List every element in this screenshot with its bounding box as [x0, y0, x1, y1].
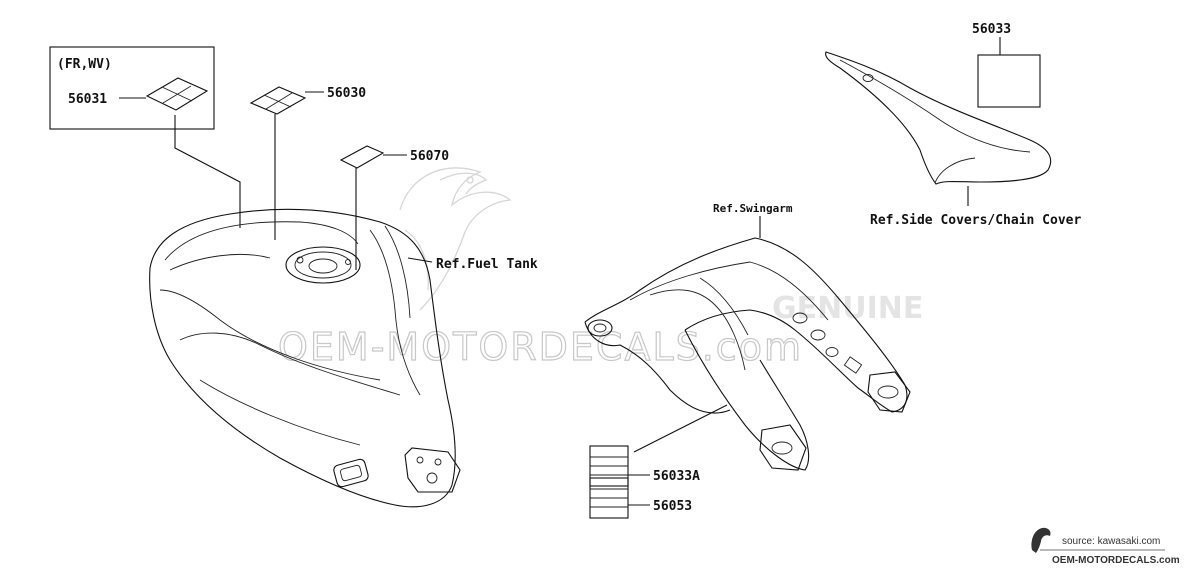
part-number-56053: 56053: [653, 499, 692, 514]
fuel-tank-illustration: [149, 114, 461, 508]
part-number-56033A: 56033A: [653, 469, 700, 484]
source-brand[interactable]: OEM-MOTORDECALS.com: [1052, 555, 1180, 566]
eagle-logo-icon: [1031, 527, 1051, 553]
source-text: source: kawasaki.com: [1062, 536, 1160, 547]
decal-56070-shape[interactable]: [339, 145, 385, 169]
ref-side-covers: Ref.Side Covers/Chain Cover: [870, 213, 1081, 228]
decal-56031-shape[interactable]: [145, 77, 209, 111]
part-number-56030: 56030: [327, 86, 366, 101]
swingarm-illustration: [584, 216, 911, 471]
decal-56030-shape[interactable]: [249, 86, 307, 115]
decal-56033-shape[interactable]: [977, 54, 1041, 108]
decal-56033A-group: 56033A: [589, 445, 700, 487]
ref-fuel-tank: Ref.Fuel Tank: [436, 257, 538, 272]
decal-56030-group: 56030: [249, 86, 366, 115]
part-number-56031: 56031: [68, 92, 107, 107]
decal-56053-group: 56053: [589, 477, 692, 519]
callout-box-fr-wv: (FR,WV) 56031: [49, 46, 215, 130]
watermark-brand: OEM-MOTORDECALS.com: [278, 325, 803, 369]
source-credit: source: kawasaki.com OEM-MOTORDECALS.com: [1031, 527, 1180, 566]
part-number-56070: 56070: [410, 149, 449, 164]
fuel-cap: [285, 246, 361, 284]
part-number-56033: 56033: [972, 22, 1011, 37]
eagle-watermark-icon: [399, 167, 512, 311]
watermark: GENUINE OEM-MOTORDECALS.com: [277, 167, 923, 370]
ref-swingarm: Ref.Swingarm: [713, 202, 793, 215]
callout-box-header: (FR,WV): [57, 57, 112, 72]
decal-56070-group: 56070: [339, 145, 449, 169]
side-cover-illustration: 56033: [825, 22, 1052, 206]
